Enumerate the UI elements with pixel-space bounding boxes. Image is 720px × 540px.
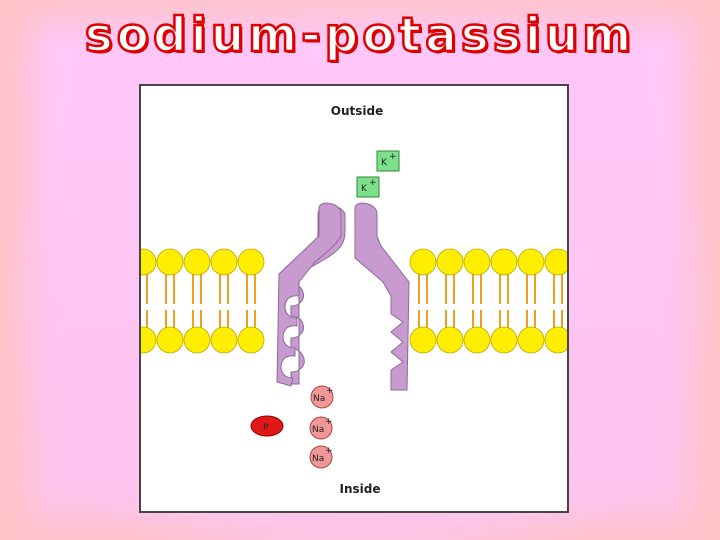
- pump-diagram-svg: Outside Inside K + K + Na + Na + Na +: [141, 104, 567, 496]
- potassium-ion: K +: [356, 176, 380, 198]
- lipid-head: [183, 248, 211, 276]
- lipid-head: [156, 248, 184, 276]
- lipid-head: [141, 326, 157, 354]
- pump-protein-right: [354, 202, 410, 391]
- svg-text:K: K: [361, 184, 368, 194]
- lipid-head: [436, 248, 464, 276]
- svg-text:Na: Na: [312, 454, 324, 464]
- phosphate-group: P: [250, 415, 284, 437]
- lipid-heads: [141, 248, 567, 354]
- lipid-head: [490, 248, 518, 276]
- potassium-ion: K +: [376, 150, 400, 172]
- svg-text:+: +: [325, 446, 333, 456]
- pump-diagram: Outside Inside K + K + Na + Na + Na +: [139, 84, 569, 513]
- lipid-head: [183, 326, 211, 354]
- inside-label: Inside: [340, 482, 381, 496]
- lipid-head: [141, 248, 157, 276]
- svg-text:Na: Na: [313, 394, 325, 404]
- lipid-tails: [146, 274, 563, 328]
- svg-text:+: +: [326, 386, 334, 396]
- lipid-head: [544, 326, 567, 354]
- svg-text:K: K: [381, 158, 388, 168]
- svg-text:+: +: [325, 417, 333, 427]
- lipid-head: [237, 248, 265, 276]
- svg-text:Na: Na: [312, 425, 324, 435]
- lipid-head: [463, 326, 491, 354]
- lipid-head: [210, 326, 238, 354]
- lipid-head: [409, 326, 437, 354]
- sodium-ion: Na +: [309, 445, 333, 469]
- lipid-head: [409, 248, 437, 276]
- outside-label: Outside: [331, 104, 383, 118]
- lipid-head: [463, 248, 491, 276]
- sodium-ion: Na +: [310, 385, 334, 409]
- lipid-head: [237, 326, 265, 354]
- svg-text:P: P: [263, 423, 269, 433]
- lipid-head: [517, 248, 545, 276]
- lipid-head: [156, 326, 184, 354]
- pump-protein-left-body: [276, 202, 342, 387]
- svg-text:+: +: [369, 178, 377, 188]
- lipid-head: [517, 326, 545, 354]
- lipid-head: [490, 326, 518, 354]
- lipid-head: [436, 326, 464, 354]
- sodium-ion: Na +: [309, 416, 333, 440]
- lipid-head: [210, 248, 238, 276]
- lipid-head: [544, 248, 567, 276]
- svg-text:+: +: [389, 152, 397, 162]
